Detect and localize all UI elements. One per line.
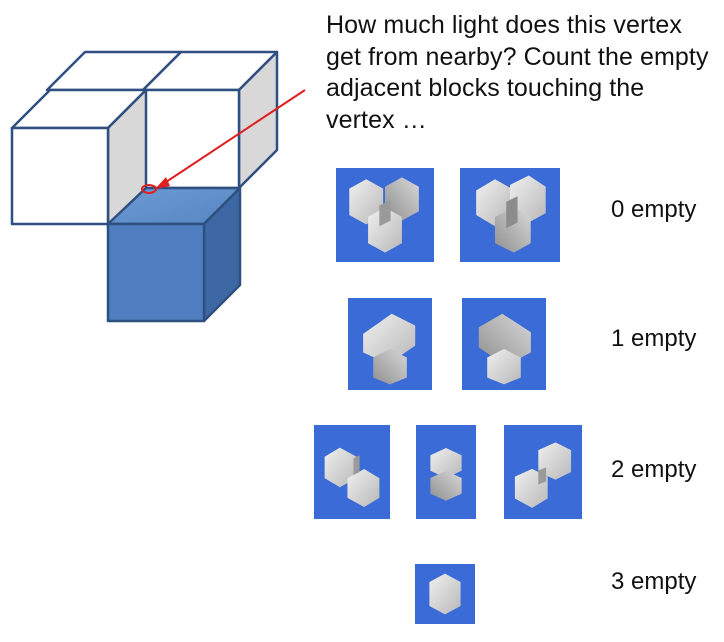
pointer-arrowhead [155,177,170,189]
ao-tile-2-empty-b [416,425,476,519]
block-front-face [10,126,110,226]
ao-tile-3-empty [415,564,475,624]
vertex-marker [141,184,157,194]
ao-tile-0-empty-b [460,168,560,262]
row-label-2-empty: 2 empty [611,456,697,483]
row-label-3-empty: 3 empty [611,568,697,595]
ao-tile-1-empty-a [348,298,432,390]
ao-tile-0-empty-a [336,168,434,262]
pointer-arrow [162,89,306,185]
row-label-1-empty: 1 empty [611,325,697,352]
blue-block-front [106,222,206,323]
ao-tile-2-empty-a [314,425,390,519]
ao-tile-2-empty-c [504,425,582,519]
ao-tile-1-empty-b [462,298,546,390]
question-text: How much light does this vertex get from… [326,11,709,134]
row-label-0-empty: 0 empty [611,196,697,223]
block-front-face [141,88,241,190]
solid-blue-block [106,186,242,323]
